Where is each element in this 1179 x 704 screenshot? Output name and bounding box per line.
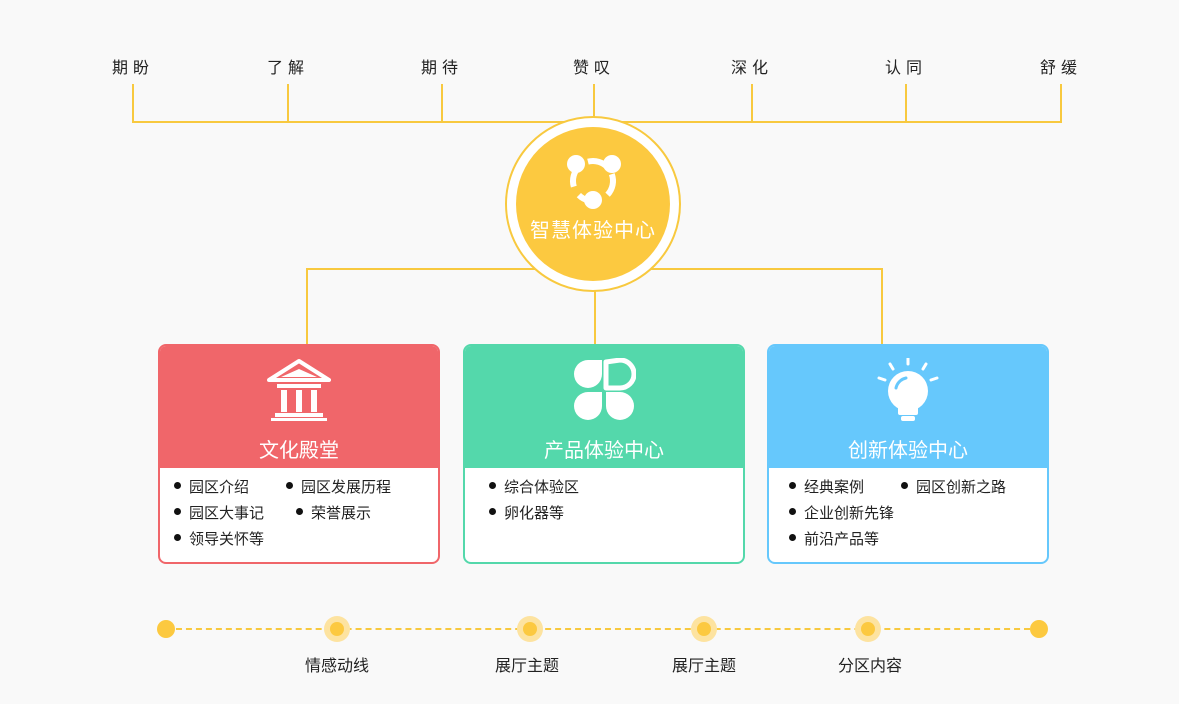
stage-label-1: 期盼: [111, 58, 154, 77]
stage-label-6: 认同: [884, 58, 927, 77]
card-title: 创新体验中心: [848, 438, 968, 462]
timeline-end-dot: [1030, 620, 1048, 638]
card-header: 产品体验中心: [465, 346, 743, 468]
card-header: 创新体验中心: [769, 346, 1047, 468]
list-item: 园区发展历程: [286, 476, 391, 497]
clover-app-icon: [574, 358, 636, 420]
timeline-label-2: 展厅主题: [494, 656, 559, 675]
branch-center: [594, 280, 596, 344]
list-item: 前沿产品等: [789, 528, 879, 549]
share-network-icon: [567, 155, 621, 209]
museum-icon: [267, 359, 331, 421]
stage-tick-1: [132, 84, 134, 122]
list-item: 园区创新之路: [901, 476, 1006, 497]
card-innovation-experience: 创新体验中心 经典案例 园区创新之路 企业创新先锋 前沿产品等: [767, 344, 1049, 564]
list-item: 企业创新先锋: [789, 502, 894, 523]
list-item: 园区大事记: [174, 502, 264, 523]
list-item: 领导关怀等: [174, 528, 264, 549]
stage-tick-2: [287, 84, 289, 122]
list-item: 荣誉展示: [296, 502, 371, 523]
timeline-node-2: [517, 616, 543, 642]
stage-tick-6: [905, 84, 907, 122]
stage-label-7: 舒缓: [1039, 58, 1082, 77]
branch-left: [306, 268, 308, 344]
timeline-node-4: [855, 616, 881, 642]
list-item: 卵化器等: [489, 502, 564, 523]
timeline-node-3: [691, 616, 717, 642]
card-header: 文化殿堂: [160, 346, 438, 468]
card-product-experience: 产品体验中心 综合体验区 卵化器等: [463, 344, 745, 564]
timeline-label-3: 展厅主题: [671, 656, 736, 675]
hub-title: 智慧体验中心: [530, 218, 656, 242]
card-title: 文化殿堂: [259, 438, 339, 462]
timeline-label-1: 情感动线: [304, 656, 369, 675]
list-item: 经典案例: [789, 476, 864, 497]
stage-label-3: 期待: [420, 58, 463, 77]
list-item: 园区介绍: [174, 476, 249, 497]
card-culture-hall: 文化殿堂 园区介绍 园区发展历程 园区大事记 荣誉展示 领导关怀等: [158, 344, 440, 564]
stage-label-2: 了解: [266, 58, 309, 77]
list-item: 综合体验区: [489, 476, 579, 497]
stage-tick-5: [751, 84, 753, 122]
stage-label-4: 赞叹: [572, 58, 615, 77]
card-title: 产品体验中心: [544, 438, 664, 462]
stage-tick-7: [1060, 84, 1062, 122]
timeline-start-dot: [157, 620, 175, 638]
timeline-label-4: 分区内容: [837, 656, 902, 675]
timeline-dashed-line: [166, 628, 1040, 630]
lightbulb-icon: [877, 358, 939, 421]
stage-tick-3: [441, 84, 443, 122]
branch-right: [881, 268, 883, 344]
timeline-node-1: [324, 616, 350, 642]
stage-tick-4: [593, 84, 595, 122]
stage-label-5: 深化: [730, 58, 773, 77]
